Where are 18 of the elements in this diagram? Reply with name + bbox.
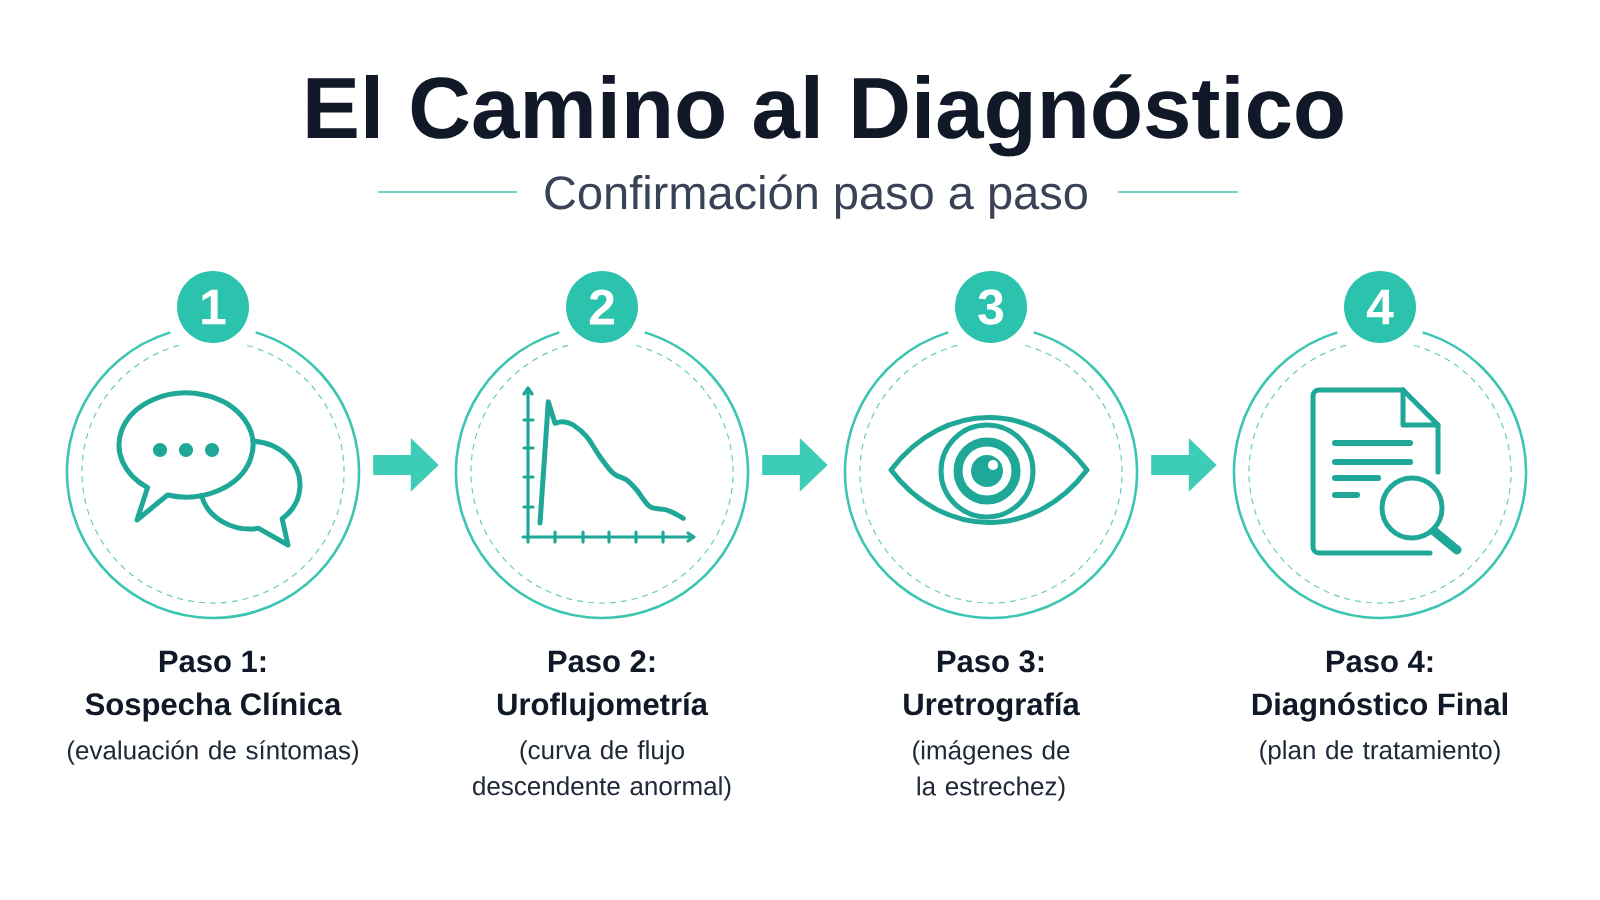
step-label: Paso 4: — [1326, 650, 1433, 673]
number-badge: 1 — [177, 271, 249, 343]
step-label: Paso 3: — [937, 650, 1044, 673]
step-title: Uroflujometría — [497, 692, 709, 722]
number-badge: 3 — [955, 271, 1027, 343]
step-title: Diagnóstico Final — [1252, 692, 1507, 722]
number-badge: 2 — [566, 271, 638, 343]
step-label: Paso 2: — [548, 650, 655, 673]
step-description: (imágenes de la estrechez) — [913, 740, 1070, 801]
step-title: Sospecha Clínica — [85, 692, 342, 722]
step-description: (curva de flujo descendente anormal) — [473, 740, 731, 801]
title: El Camino al Diagnóstico — [307, 74, 1343, 157]
subtitle: Confirmación paso a paso — [545, 174, 1087, 219]
step-description: (plan de tratamiento) — [1260, 740, 1500, 765]
number-badge: 4 — [1344, 271, 1416, 343]
step-title: Uretrografía — [904, 692, 1080, 722]
step-description: (evaluación de síntomas) — [67, 740, 358, 765]
step-label: Paso 1: — [159, 650, 266, 673]
